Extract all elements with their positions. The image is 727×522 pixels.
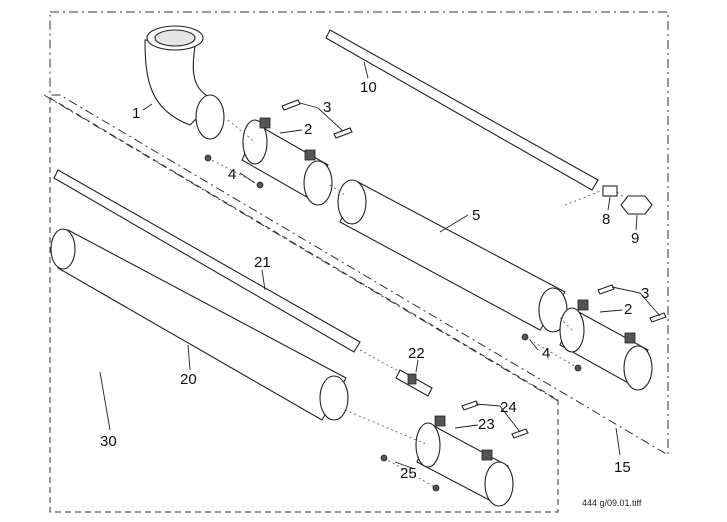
elbow-pipe [144,25,225,140]
leader-3a [299,102,344,132]
callout-21: 21 [254,254,271,271]
leader-9 [635,214,638,231]
leader-25 [394,461,413,469]
screw-bottom-b [511,428,529,439]
callout-10: 10 [360,79,377,96]
callout-3-lower: 3 [641,285,649,302]
callout-5: 5 [472,207,480,224]
leader-8 [607,196,611,211]
leader-21 [261,269,266,291]
leader-1 [142,103,153,111]
callout-30: 30 [100,433,117,450]
group-boundary-30 [49,97,559,513]
drawing-reference: 444 g/09.01.tiff [582,498,642,508]
leader-3b [611,286,661,317]
nut-9 [620,195,653,215]
leader-4b [529,339,539,351]
callout-3-upper: 3 [323,99,331,116]
group-divider-line [43,94,561,403]
fitting-8 [602,185,618,197]
leader-30 [99,371,111,431]
leader-22 [415,359,419,373]
leader-10 [363,61,369,79]
clamp-upper-left [241,117,333,206]
leader-15 [615,427,621,456]
callout-22: 22 [408,345,425,362]
nut-upper-b [256,181,264,189]
screw-upper-b [333,127,353,139]
callout-25: 25 [400,465,417,482]
screw-upper-a [281,99,301,111]
clamp-bottom [415,415,514,507]
callout-2-upper: 2 [304,121,312,138]
assembly-line-bottom [344,349,437,489]
callout-24: 24 [500,399,517,416]
tube-5 [337,179,568,333]
callout-8: 8 [602,211,610,228]
callout-15: 15 [614,459,631,476]
leader-20 [187,344,191,371]
callout-23: 23 [478,416,495,433]
leader-2a [279,129,303,134]
callout-1: 1 [132,105,140,122]
screw-right-a [597,284,615,295]
leader-2b [599,309,623,313]
callout-4-lower: 4 [542,345,550,362]
callout-4-upper: 4 [228,166,236,183]
group-boundary-15 [49,11,669,456]
leader-4a [239,172,256,184]
clamp-lower-right [559,299,653,391]
leader-24 [475,403,521,433]
callout-20: 20 [180,371,197,388]
fitting-22 [395,369,433,397]
rod-lower [53,169,361,353]
assembly-line-upper [207,119,346,196]
tube-20 [50,228,349,421]
screw-bottom-a [461,400,479,411]
callout-9: 9 [631,230,639,247]
leader-23 [454,424,479,429]
assembly-line-right [524,189,629,369]
rod-upper [325,29,599,191]
leader-5 [439,214,469,233]
callout-2-lower: 2 [624,301,632,318]
